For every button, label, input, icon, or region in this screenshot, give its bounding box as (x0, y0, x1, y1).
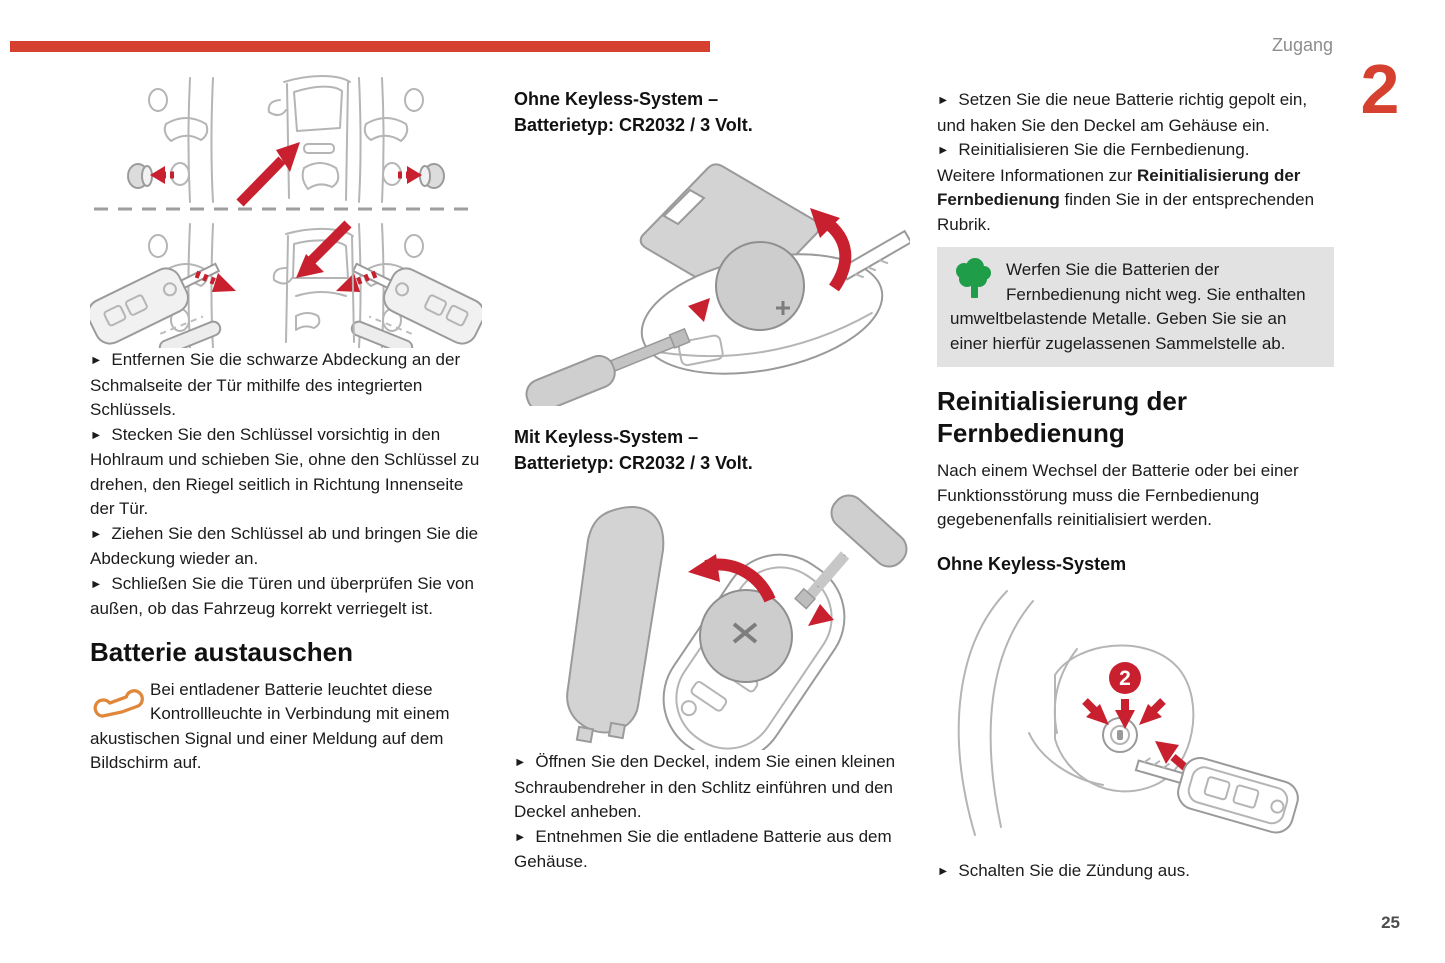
insert-arrow (688, 298, 710, 322)
lift-arrow (822, 217, 852, 292)
pointer-arrows (1082, 697, 1190, 772)
instruction-bullet: ►Entnehmen Sie die entladene Batterie au… (514, 825, 910, 875)
door-cover-removal-illustration (90, 75, 482, 348)
instruction-bullet: ► Reinitialisieren Sie die Fernbedienung. (937, 138, 1334, 164)
instruction-bullet: ►Öffnen Sie den Deckel, indem Sie einen … (514, 750, 910, 825)
key-fob (1134, 756, 1299, 834)
bullet-text: Öffnen Sie den Deckel, indem Sie einen k… (514, 752, 896, 821)
bullet-arrow-icon: ► (90, 427, 103, 442)
battery-cover (566, 506, 665, 734)
bullet-text: Stecken Sie den Schlüssel vorsichtig in … (90, 424, 480, 519)
ignition-reset-illustration: 2 (957, 589, 1299, 836)
section-heading-battery: Batterie austauschen (90, 636, 353, 667)
cross-reference-bold: Reinitialisierung der Fernbedienung (937, 165, 1301, 210)
bullet-arrow-icon: ► (90, 353, 103, 367)
subheading-with-keyless: Mit Keyless-System – Batterietyp: CR2032… (514, 427, 753, 473)
bullet-arrow-icon: ► (90, 576, 103, 591)
tree-icon (956, 258, 991, 298)
bullet-arrow-icon: ► (937, 93, 950, 107)
bullet-text: Setzen Sie die neue Batterie richtig gep… (937, 90, 1308, 135)
instruction-bullet: ►Ziehen Sie den Schlüssel ab und bringen… (90, 522, 482, 572)
chapter-number: 2 (1360, 50, 1400, 128)
bullet-text: Schalten Sie die Zündung aus. (958, 860, 1190, 880)
instruction-bullet: ►Setzen Sie die neue Batterie richtig ge… (937, 88, 1334, 138)
middle-column: Ohne Keyless-System – Batterietyp: CR203… (514, 86, 910, 875)
bullet-text: Entfernen Sie die schwarze Abdeckung an … (90, 350, 461, 419)
right-column: ►Setzen Sie die neue Batterie richtig ge… (937, 88, 1334, 884)
instruction-bullet: ► Schalten Sie die Zündung aus. (937, 859, 1334, 885)
environment-note-text: Werfen Sie die Batterien der Fernbedienu… (950, 260, 1306, 353)
instruction-bullet: ►Schließen Sie die Türen und überprüfen … (90, 572, 482, 622)
reinit-paragraph: Nach einem Wechsel der Batterie oder bei… (937, 461, 1299, 529)
step-2-badge (1109, 661, 1141, 694)
wrench-icon (93, 688, 144, 718)
bullet-text: Ziehen Sie den Schlüssel ab und bringen … (90, 523, 479, 569)
cross-reference-text: Weitere Informationen zur Reinitialisier… (937, 165, 1315, 234)
insert-arrow (808, 604, 834, 626)
screwdriver (794, 494, 908, 610)
bullet-text: Entnehmen Sie die entladene Batterie aus… (514, 826, 892, 872)
coin-battery (715, 241, 805, 331)
bullet-arrow-icon: ► (514, 829, 527, 844)
page-number: 25 (1381, 913, 1400, 932)
bullet-arrow-icon: ► (937, 863, 950, 878)
bullet-arrow-icon: ► (937, 143, 950, 157)
note-text: Bei entladener Batterie leuchtet diese K… (90, 679, 450, 773)
warning-light-note: Bei entladener Batterie leuchtet diese K… (90, 678, 482, 776)
bullet-text: Schließen Sie die Türen und überprüfen S… (90, 573, 474, 619)
subheading-without-keyless: Ohne Keyless-System – Batterietyp: CR203… (514, 89, 753, 135)
step-2-badge-number: 2 (1119, 667, 1131, 690)
header-accent-bar (10, 41, 710, 52)
instruction-bullet: ►Stecken Sie den Schlüssel vorsichtig in… (90, 423, 482, 522)
environment-note-box: Werfen Sie die Batterien der Fernbedienu… (937, 247, 1334, 367)
running-header-section: Zugang (1271, 35, 1333, 55)
bullet-arrow-icon: ► (90, 526, 103, 541)
key-fob-battery-illustration-1 (525, 163, 910, 406)
key-fob-battery-illustration-2 (566, 494, 908, 750)
instruction-bullet: ►Entfernen Sie die schwarze Abdeckung an… (90, 348, 482, 423)
screwdriver (525, 327, 691, 406)
bullet-arrow-icon: ► (514, 755, 527, 769)
car-door-sketch-top (267, 75, 351, 201)
left-column: ►Entfernen Sie die schwarze Abdeckung an… (90, 70, 482, 776)
bullet-text: Reinitialisieren Sie die Fernbedienung. (958, 140, 1250, 159)
subheading-without-keyless-2: Ohne Keyless-System (937, 553, 1127, 574)
section-heading-reinit: Reinitialisierung der Fernbedienung (937, 386, 1187, 448)
